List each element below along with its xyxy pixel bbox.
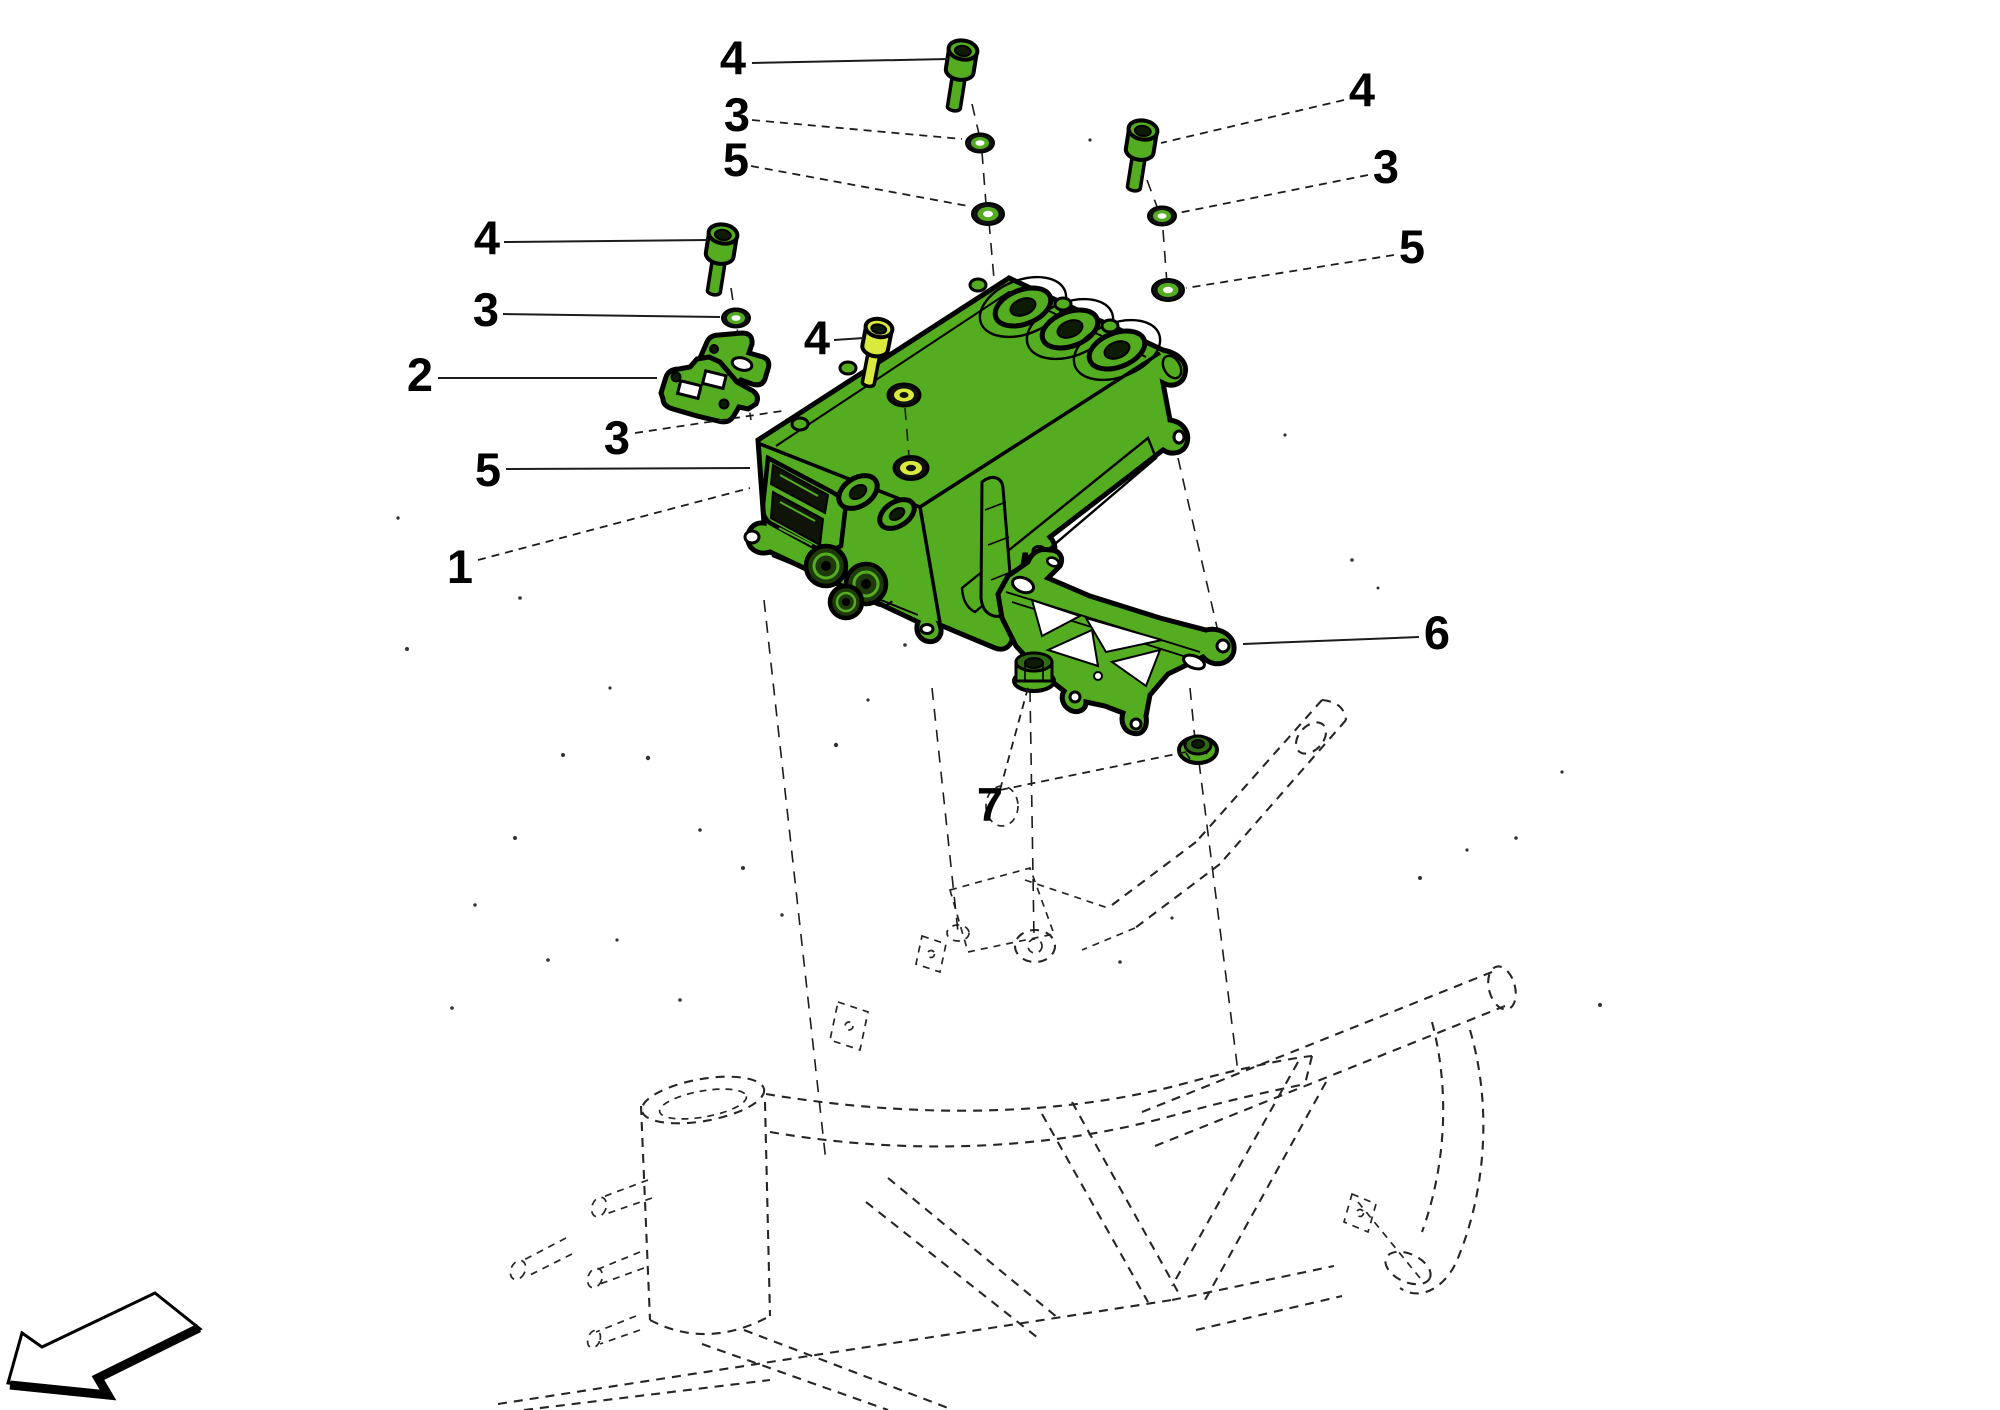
motorcycle-frame xyxy=(497,698,1517,1410)
callout-3-left: 3 xyxy=(473,283,499,336)
direction-arrow-icon xyxy=(6,1291,203,1401)
callout-4-top: 4 xyxy=(720,31,746,84)
callout-numbers: 4 3 5 4 3 5 4 3 2 4 3 5 1 6 7 xyxy=(407,31,1450,831)
callout-5-top: 5 xyxy=(723,133,749,186)
washer-5-top xyxy=(971,202,1005,226)
callout-4-left: 4 xyxy=(474,211,500,264)
washer-3-right xyxy=(1147,205,1177,227)
callout-1: 1 xyxy=(447,540,473,593)
callout-7: 7 xyxy=(977,778,1003,831)
cable-connectors xyxy=(803,543,889,621)
socket-screw-highlighted xyxy=(860,316,895,389)
support-bracket xyxy=(995,547,1237,737)
callout-3-mid: 3 xyxy=(604,411,630,464)
socket-screw-right xyxy=(1123,118,1160,193)
callout-2: 2 xyxy=(407,348,433,401)
callout-3-right: 3 xyxy=(1373,140,1399,193)
washer-5-right xyxy=(1151,278,1185,302)
washer-highlighted-bottom xyxy=(892,455,930,481)
callout-4-mid: 4 xyxy=(804,311,830,364)
callout-leader-lines xyxy=(438,58,1420,791)
callout-5-right: 5 xyxy=(1399,220,1425,273)
callout-5-mid: 5 xyxy=(475,443,501,496)
control-unit xyxy=(743,275,1191,652)
washer-3-top xyxy=(965,132,995,154)
paper-specks xyxy=(396,138,1602,1010)
flanged-nut-right xyxy=(1177,734,1219,765)
socket-screw-top xyxy=(943,38,980,113)
washer-highlighted-top xyxy=(886,382,922,408)
callout-6: 6 xyxy=(1424,606,1450,659)
flanged-nut-left xyxy=(1012,651,1056,693)
callout-4-right: 4 xyxy=(1349,63,1375,116)
socket-screw-left xyxy=(703,222,740,297)
callout-3-top: 3 xyxy=(724,88,750,141)
mounting-plate xyxy=(658,330,772,425)
washer-3-left xyxy=(721,307,751,329)
